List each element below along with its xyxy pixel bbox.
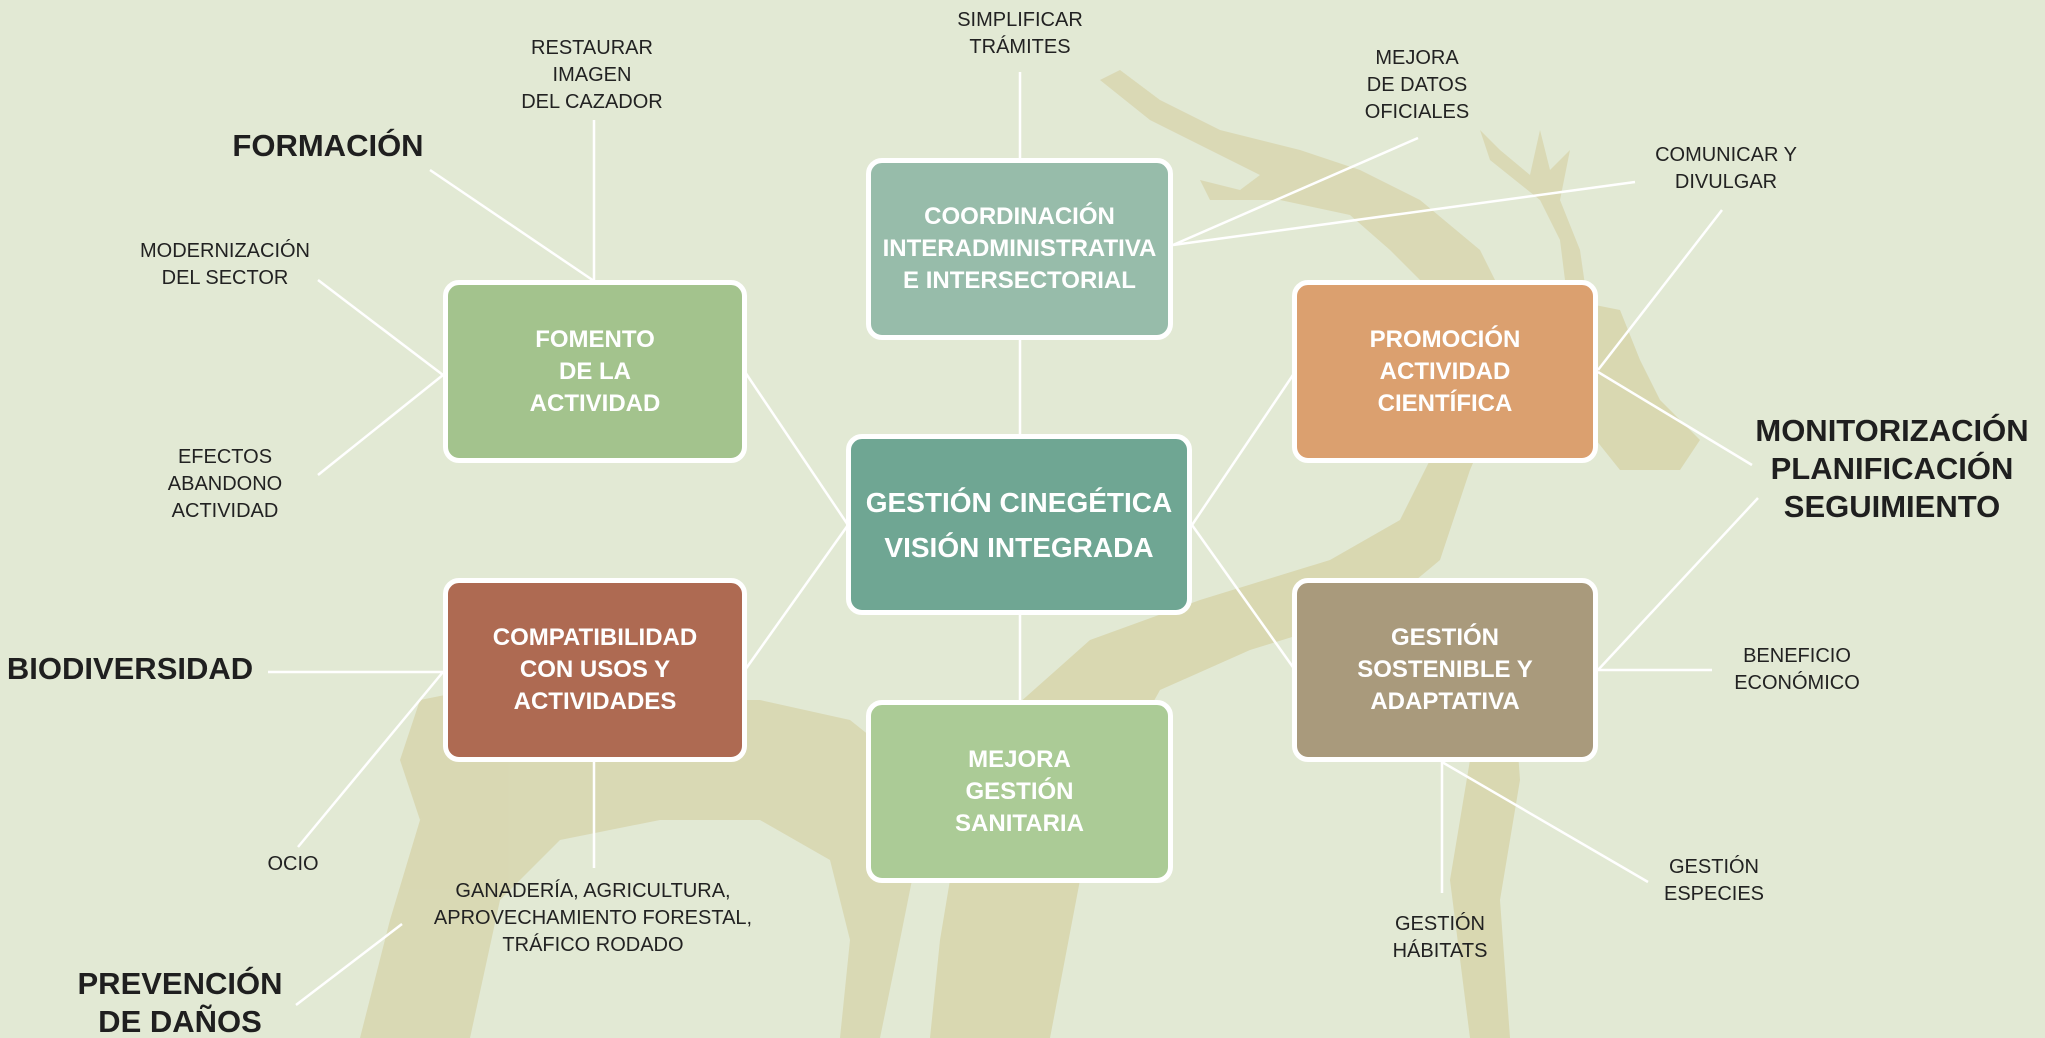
label-datos-oficiales: MEJORA DE DATOS OFICIALES [1364,47,1470,123]
connector-monitorizacion-gestion [1597,497,1759,671]
connector-center-fomento [743,371,850,526]
box-center: GESTIÓN CINEGÉTICA VISIÓN INTEGRADA [846,434,1192,615]
box-promocion: PROMOCIÓN ACTIVIDAD CIENTÍFICA [1292,280,1598,463]
label-restaurar: RESTAURAR IMAGEN DEL CAZADOR [521,37,663,113]
label-efectos-abandono: EFECTOS ABANDONO ACTIVIDAD [167,446,283,522]
label-comunicar: COMUNICAR Y DIVULGAR [1655,144,1797,193]
label-beneficio: BENEFICIO ECONÓMICO [1734,645,1860,694]
connector-especies [1441,760,1649,884]
box-gestion-sostenible-label: GESTIÓN SOSTENIBLE Y ADAPTATIVA [1357,624,1533,715]
connector-comunicar [1172,180,1636,247]
connector-center-compatibilidad [743,524,850,671]
connector-monitorizacion-promocion [1597,370,1753,467]
label-ocio: OCIO [267,853,319,875]
connector-modernizacion [317,279,444,376]
box-promocion-label: PROMOCIÓN ACTIVIDAD CIENTÍFICA [1369,325,1521,417]
category-monitorizacion: MONITORIZACIÓN PLANIFICACIÓN SEGUIMIENTO [1755,413,2029,524]
connector-comunicar-promocion [1597,209,1723,371]
connector-efectos [317,374,444,476]
label-ganaderia: GANADERÍA, AGRICULTURA, APROVECHAMIENTO … [433,880,753,956]
label-especies: GESTIÓN ESPECIES [1663,856,1765,905]
label-simplificar: SIMPLIFICAR TRÁMITES [957,9,1083,58]
box-fomento-label: FOMENTO DE LA ACTIVIDAD [529,325,661,417]
connector-prevencion [295,923,403,1006]
connector-ocio [297,671,444,848]
connector-formacion [429,168,595,283]
box-gestion-sostenible: GESTIÓN SOSTENIBLE Y ADAPTATIVA [1292,578,1598,762]
label-habitats: GESTIÓN HÁBITATS [1392,913,1488,962]
box-fomento: FOMENTO DE LA ACTIVIDAD [443,280,747,463]
box-center-label: GESTIÓN CINEGÉTICA VISIÓN INTEGRADA [865,486,1173,563]
box-coordinacion: COORDINACIÓN INTERADMINISTRATIVA E INTER… [866,158,1173,340]
box-compatibilidad-label: COMPATIBILIDAD CON USOS Y ACTIVIDADES [492,624,698,715]
box-sanitaria-label: MEJORA GESTIÓN SANITARIA [955,745,1084,837]
connector-center-gestion [1190,524,1297,671]
box-sanitaria: MEJORA GESTIÓN SANITARIA [866,700,1173,883]
box-coordinacion-label: COORDINACIÓN INTERADMINISTRATIVA E INTER… [882,203,1157,294]
connector-datos-oficiales [1172,136,1419,247]
connector-center-promocion [1190,371,1297,526]
category-formacion: FORMACIÓN [232,128,424,163]
category-prevencion: PREVENCIÓN DE DAÑOS [77,966,283,1038]
box-compatibilidad: COMPATIBILIDAD CON USOS Y ACTIVIDADES [443,578,747,762]
label-modernizacion: MODERNIZACIÓN DEL SECTOR [140,240,310,289]
category-biodiversidad: BIODIVERSIDAD [6,651,254,686]
